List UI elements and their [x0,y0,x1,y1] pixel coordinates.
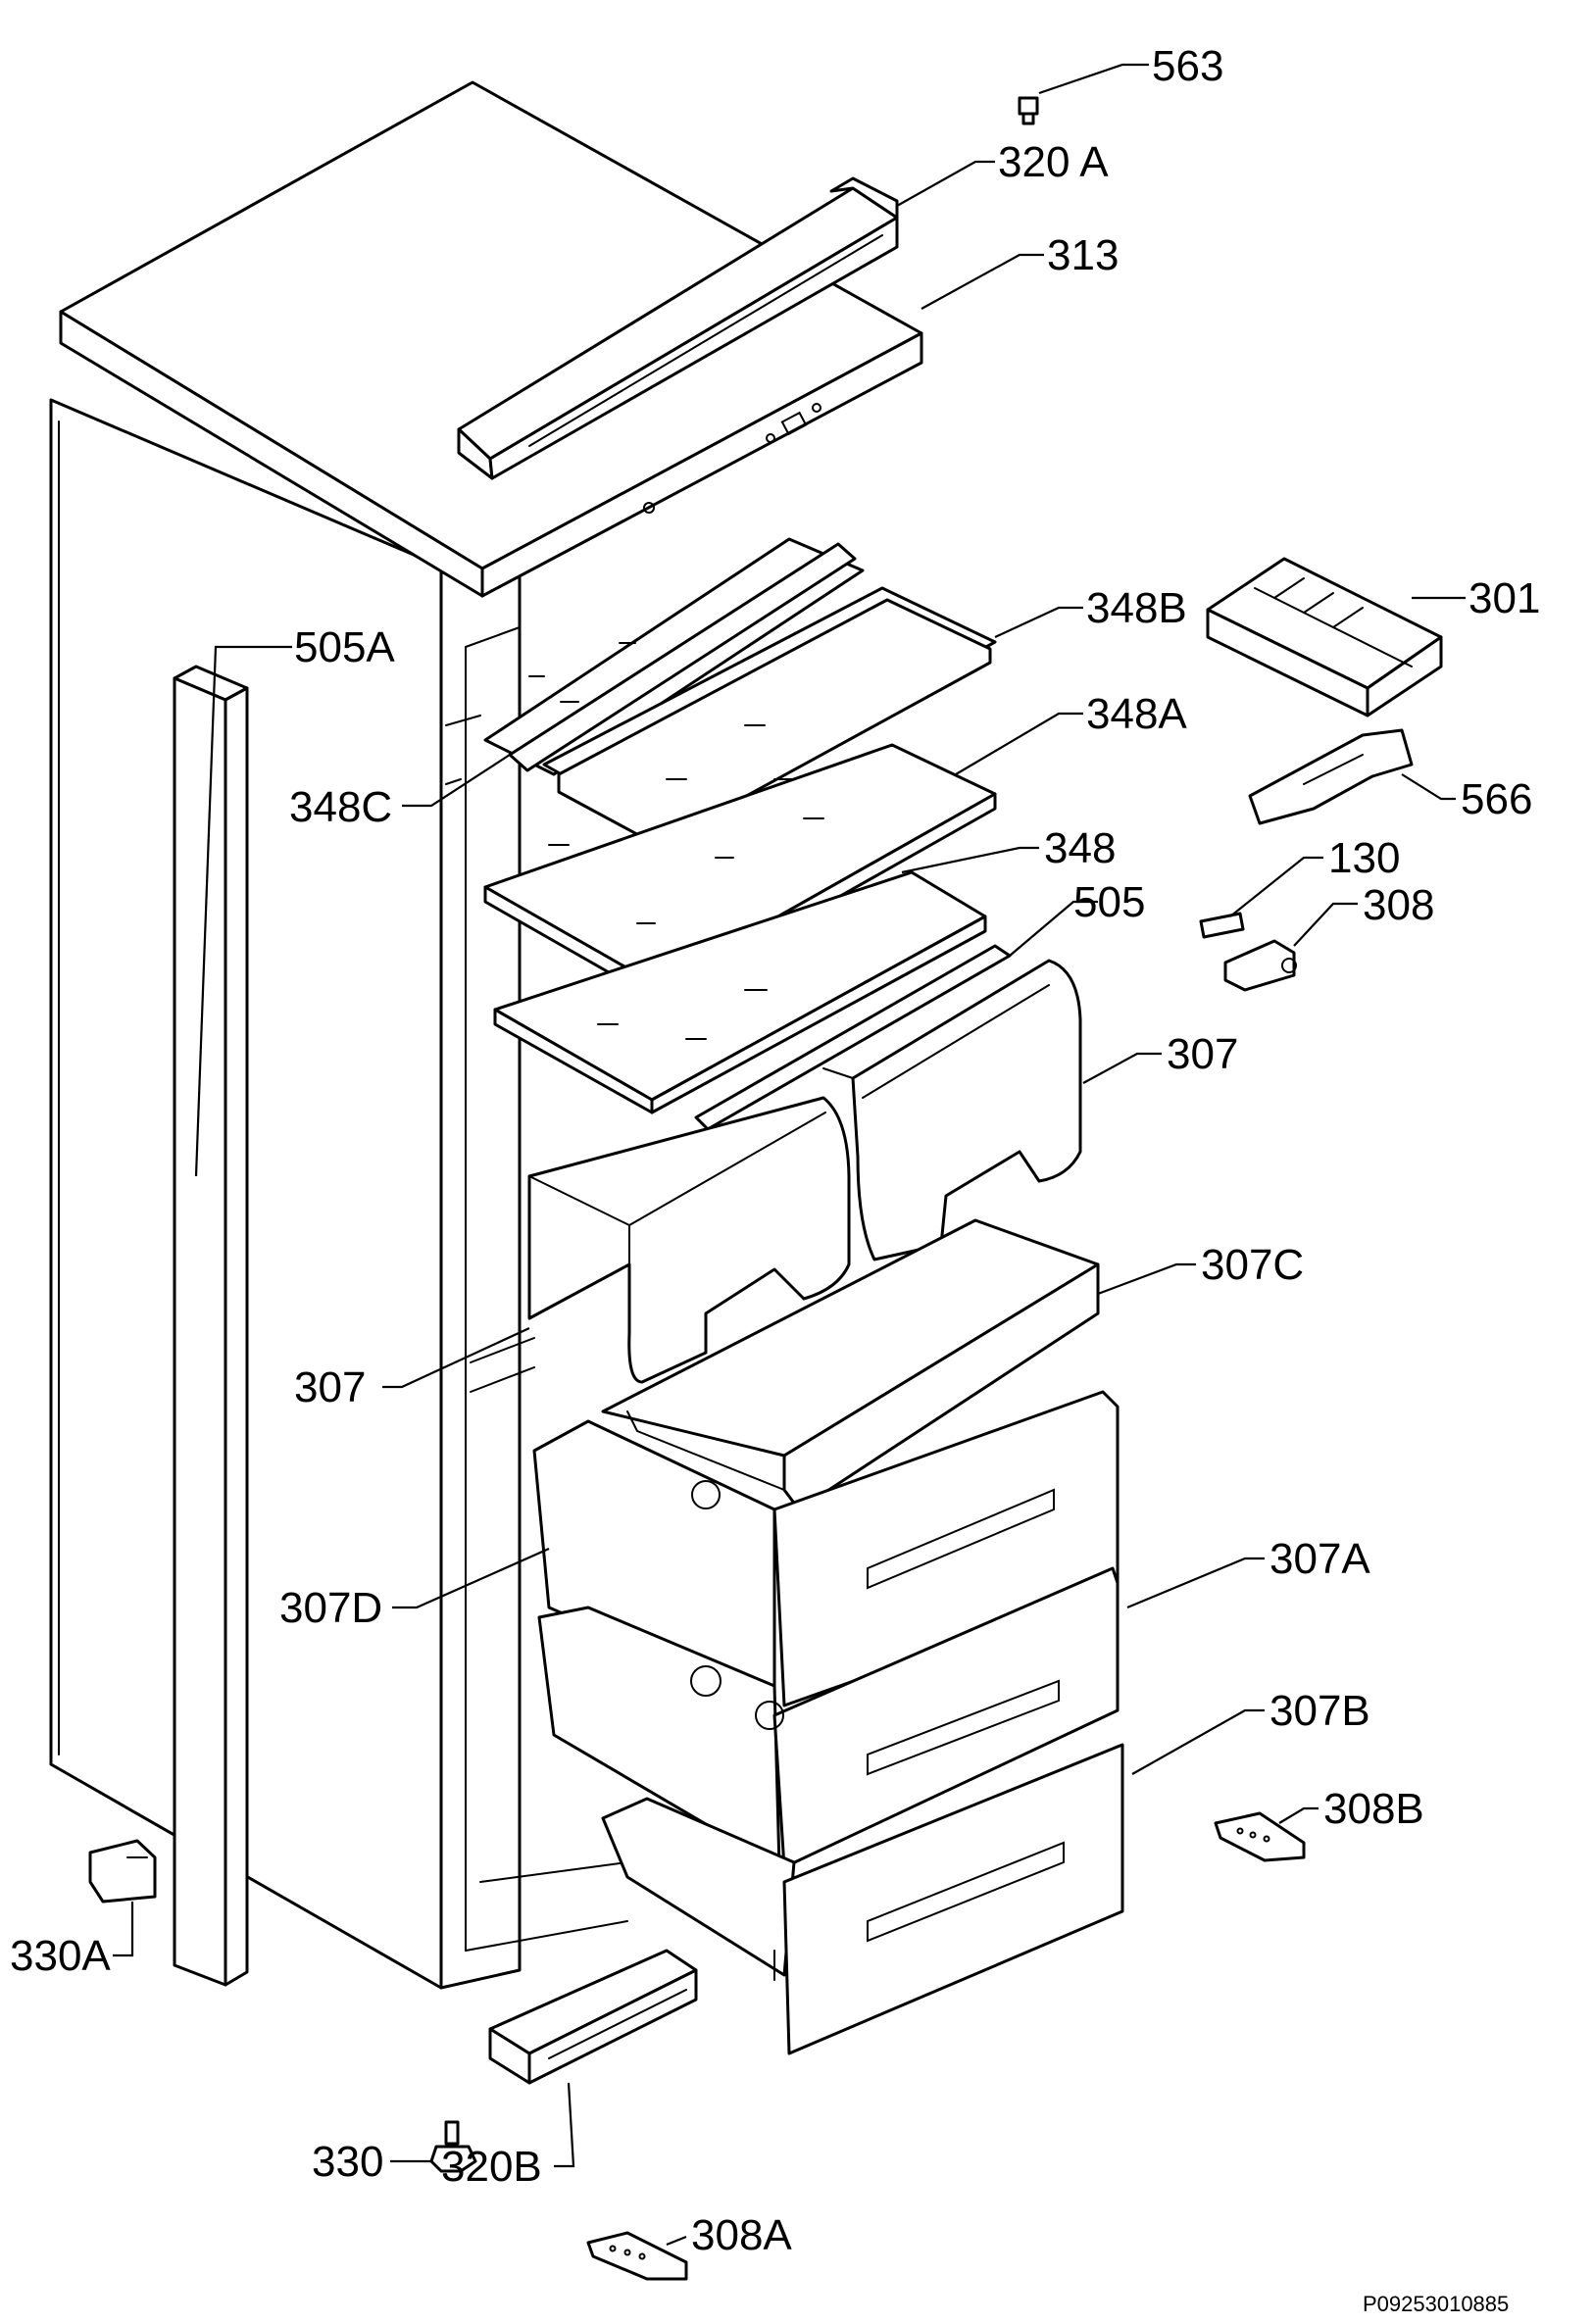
label-313: 313 [1047,231,1119,279]
screw-563 [1018,96,1039,125]
part-labels: 563 320 A 313 301 505A 348B 348A 348C 56… [10,42,1540,2316]
cover-330a [88,1839,157,1904]
label-307-right: 307 [1167,1030,1238,1078]
drawer-307d-bottom [601,1743,1124,2055]
shelf-348c [483,537,865,776]
ice-tray-301 [1206,557,1443,717]
label-130: 130 [1328,834,1400,882]
label-505: 505 [1073,878,1145,926]
label-563: 563 [1152,42,1223,90]
bottom-trim-320b [488,1949,698,2085]
hinge-308a [586,2231,688,2281]
label-307-left: 307 [294,1363,366,1411]
leader-lines [113,63,1466,2247]
hinge-308 [1223,939,1297,992]
foot-330 [429,2120,477,2173]
label-348: 348 [1044,824,1116,872]
clip-130 [1199,912,1245,939]
label-308: 308 [1363,881,1434,929]
top-cover-313 [59,80,923,598]
label-348b: 348B [1086,584,1187,632]
hinge-308b [1214,1811,1306,1862]
shelf-348 [493,870,987,1114]
label-307b: 307B [1269,1687,1370,1735]
label-330a: 330A [10,1932,111,1980]
label-348a: 348A [1086,690,1187,738]
label-320b: 320B [441,2143,542,2191]
label-505a: 505A [294,623,395,671]
label-330: 330 [312,2138,383,2186]
label-566: 566 [1461,775,1532,823]
shelf-348b [542,586,997,847]
label-307d: 307D [279,1584,382,1632]
top-trim-320a [457,176,899,480]
label-348c: 348C [289,783,392,831]
label-308a: 308A [691,2211,792,2259]
label-308b: 308B [1323,1785,1424,1833]
label-307a: 307A [1269,1535,1370,1583]
scraper-566 [1248,728,1414,825]
door-seal-505a [173,665,249,1987]
label-307c: 307C [1201,1241,1304,1289]
diagram-code: P09253010885 [1363,2292,1509,2316]
drawer-307a-top [532,1390,1120,1707]
basket-307-right [822,959,1082,1261]
drawer-lid-307c [601,1218,1100,1511]
label-301: 301 [1469,574,1540,622]
basket-307-left [527,1096,851,1384]
label-320a: 320 A [998,138,1109,186]
drawer-307b-middle [537,1566,1120,1869]
